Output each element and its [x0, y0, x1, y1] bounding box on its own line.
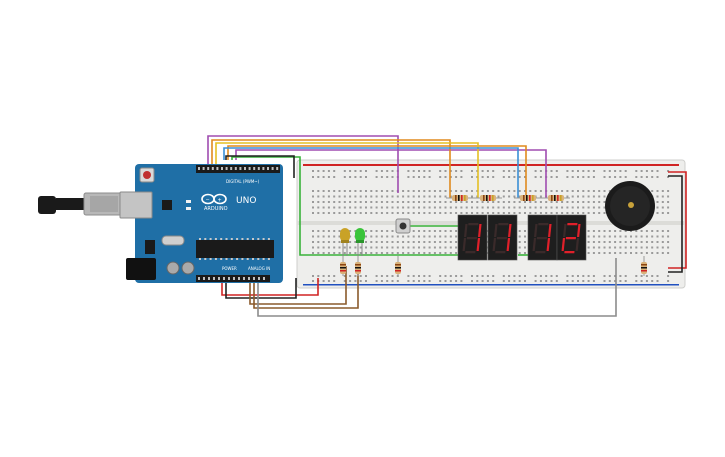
wire-green-1: [231, 156, 458, 256]
power-jack: [126, 258, 156, 280]
resistor-h-3[interactable]: [514, 195, 542, 201]
resistor-h-4[interactable]: [542, 195, 570, 201]
led-yellow[interactable]: [340, 228, 350, 256]
wire-gray-1: [257, 258, 617, 317]
resistor-h-1[interactable]: [446, 195, 474, 201]
wire-brown-1: [249, 266, 347, 305]
arduino-logo-text: ARDUINO: [204, 206, 228, 212]
arduino-logo: − +: [201, 193, 227, 205]
seven-segment-digit-3: [527, 214, 558, 261]
push-button[interactable]: [395, 218, 411, 234]
wire-blue-1: [223, 147, 519, 198]
led-green[interactable]: [355, 228, 365, 256]
wire-purple-1: [207, 135, 399, 193]
wire-brown-2: [253, 266, 359, 309]
wire-red-1: [221, 278, 319, 296]
seven-segment-digit-2: [487, 214, 518, 261]
svg-text:+: +: [218, 198, 222, 204]
usb-port: [119, 191, 153, 219]
resistor-v-1[interactable]: [340, 256, 346, 276]
seven-segment-displays: [457, 214, 587, 261]
resistor-v-3[interactable]: [395, 256, 401, 276]
resistor-h-2[interactable]: [474, 195, 502, 201]
piezo-buzzer[interactable]: [605, 181, 655, 231]
usb-cable-end: [38, 196, 56, 214]
buzzer-center: [628, 202, 634, 208]
wire-purple-2: [235, 149, 547, 198]
bottom-rail-blue-line: [303, 284, 679, 286]
wire-red-2: [668, 171, 687, 269]
top-rail-red-line: [303, 164, 679, 166]
digital-header[interactable]: [196, 165, 280, 173]
wire-orange-1: [211, 139, 451, 198]
power-label: POWER: [222, 266, 237, 271]
resistor-v-2[interactable]: [355, 256, 361, 276]
wire-orange-2: [227, 145, 527, 198]
seven-segment-digit-1: [457, 214, 488, 261]
seven-segment-digit-4: [556, 214, 587, 261]
arduino-uno-board[interactable]: − + ARDUINO UNO DIGITAL (PWM~) POWER ANA…: [38, 164, 283, 283]
svg-text:−: −: [206, 197, 210, 203]
digital-pins-label: DIGITAL (PWM~): [226, 179, 260, 184]
arduino-model-text: UNO: [236, 196, 256, 206]
resistors: [340, 195, 647, 276]
wire-black-1: [225, 278, 297, 299]
wires: [207, 135, 687, 317]
crystal-oscillator: [161, 235, 185, 246]
atmega-chip: [196, 240, 274, 258]
reset-button[interactable]: [143, 171, 151, 179]
resistor-v-4[interactable]: [641, 256, 647, 276]
wire-yellow-1: [215, 142, 479, 198]
wire-black-2: [225, 155, 295, 178]
analog-in-label: ANALOG IN: [248, 266, 270, 271]
wire-black-3: [668, 175, 683, 273]
